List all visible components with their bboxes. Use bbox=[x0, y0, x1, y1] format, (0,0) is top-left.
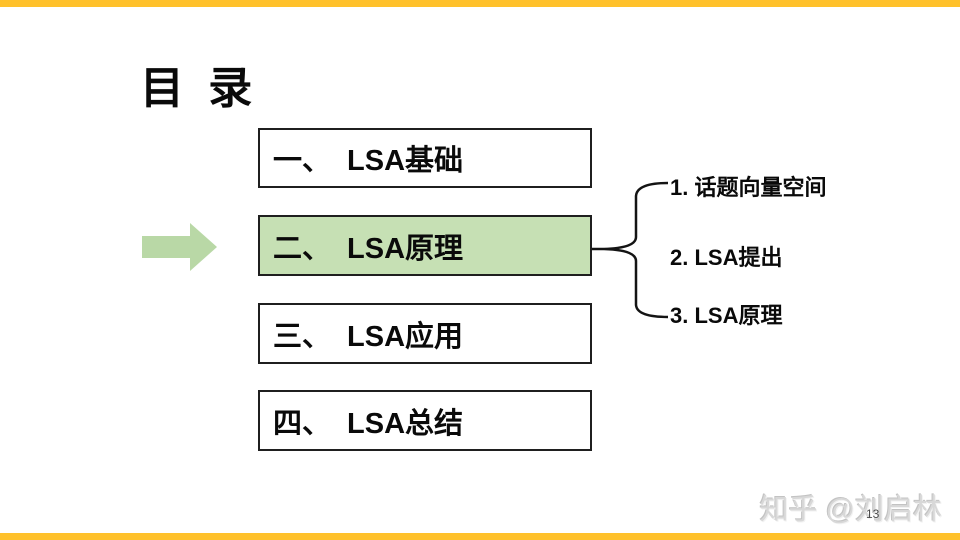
toc-item-label: LSA总结 bbox=[347, 407, 464, 440]
subtopic-lsa-proposal: 2. LSA提出 bbox=[670, 245, 783, 270]
toc-item-number: 一、 bbox=[273, 145, 332, 177]
toc-item-number: 三、 bbox=[273, 320, 332, 353]
toc-item-lsa-basics: 一、 LSA基础 bbox=[258, 128, 592, 188]
page-number: 13 bbox=[866, 507, 880, 521]
top-accent-bar bbox=[0, 0, 960, 7]
toc-item-lsa-principle-active: 二、 LSA原理 bbox=[258, 215, 592, 276]
subtopic-lsa-principle: 3. LSA原理 bbox=[670, 303, 783, 328]
toc-item-label: LSA应用 bbox=[347, 320, 464, 353]
toc-item-label: LSA原理 bbox=[347, 232, 464, 265]
toc-item-number: 二、 bbox=[273, 232, 332, 265]
highlight-arrow-icon bbox=[142, 223, 217, 271]
toc-item-label: LSA基础 bbox=[347, 145, 464, 177]
zhihu-watermark: 知乎 @刘启林 bbox=[759, 494, 943, 526]
toc-item-lsa-application: 三、 LSA应用 bbox=[258, 303, 592, 364]
bottom-accent-bar bbox=[0, 533, 960, 540]
toc-item-lsa-summary: 四、 LSA总结 bbox=[258, 390, 592, 451]
subtopic-topic-vector-space: 1. 话题向量空间 bbox=[670, 175, 827, 200]
toc-item-number: 四、 bbox=[273, 407, 332, 440]
brace-shape bbox=[603, 181, 669, 319]
page-title: 目 录 bbox=[140, 64, 255, 113]
